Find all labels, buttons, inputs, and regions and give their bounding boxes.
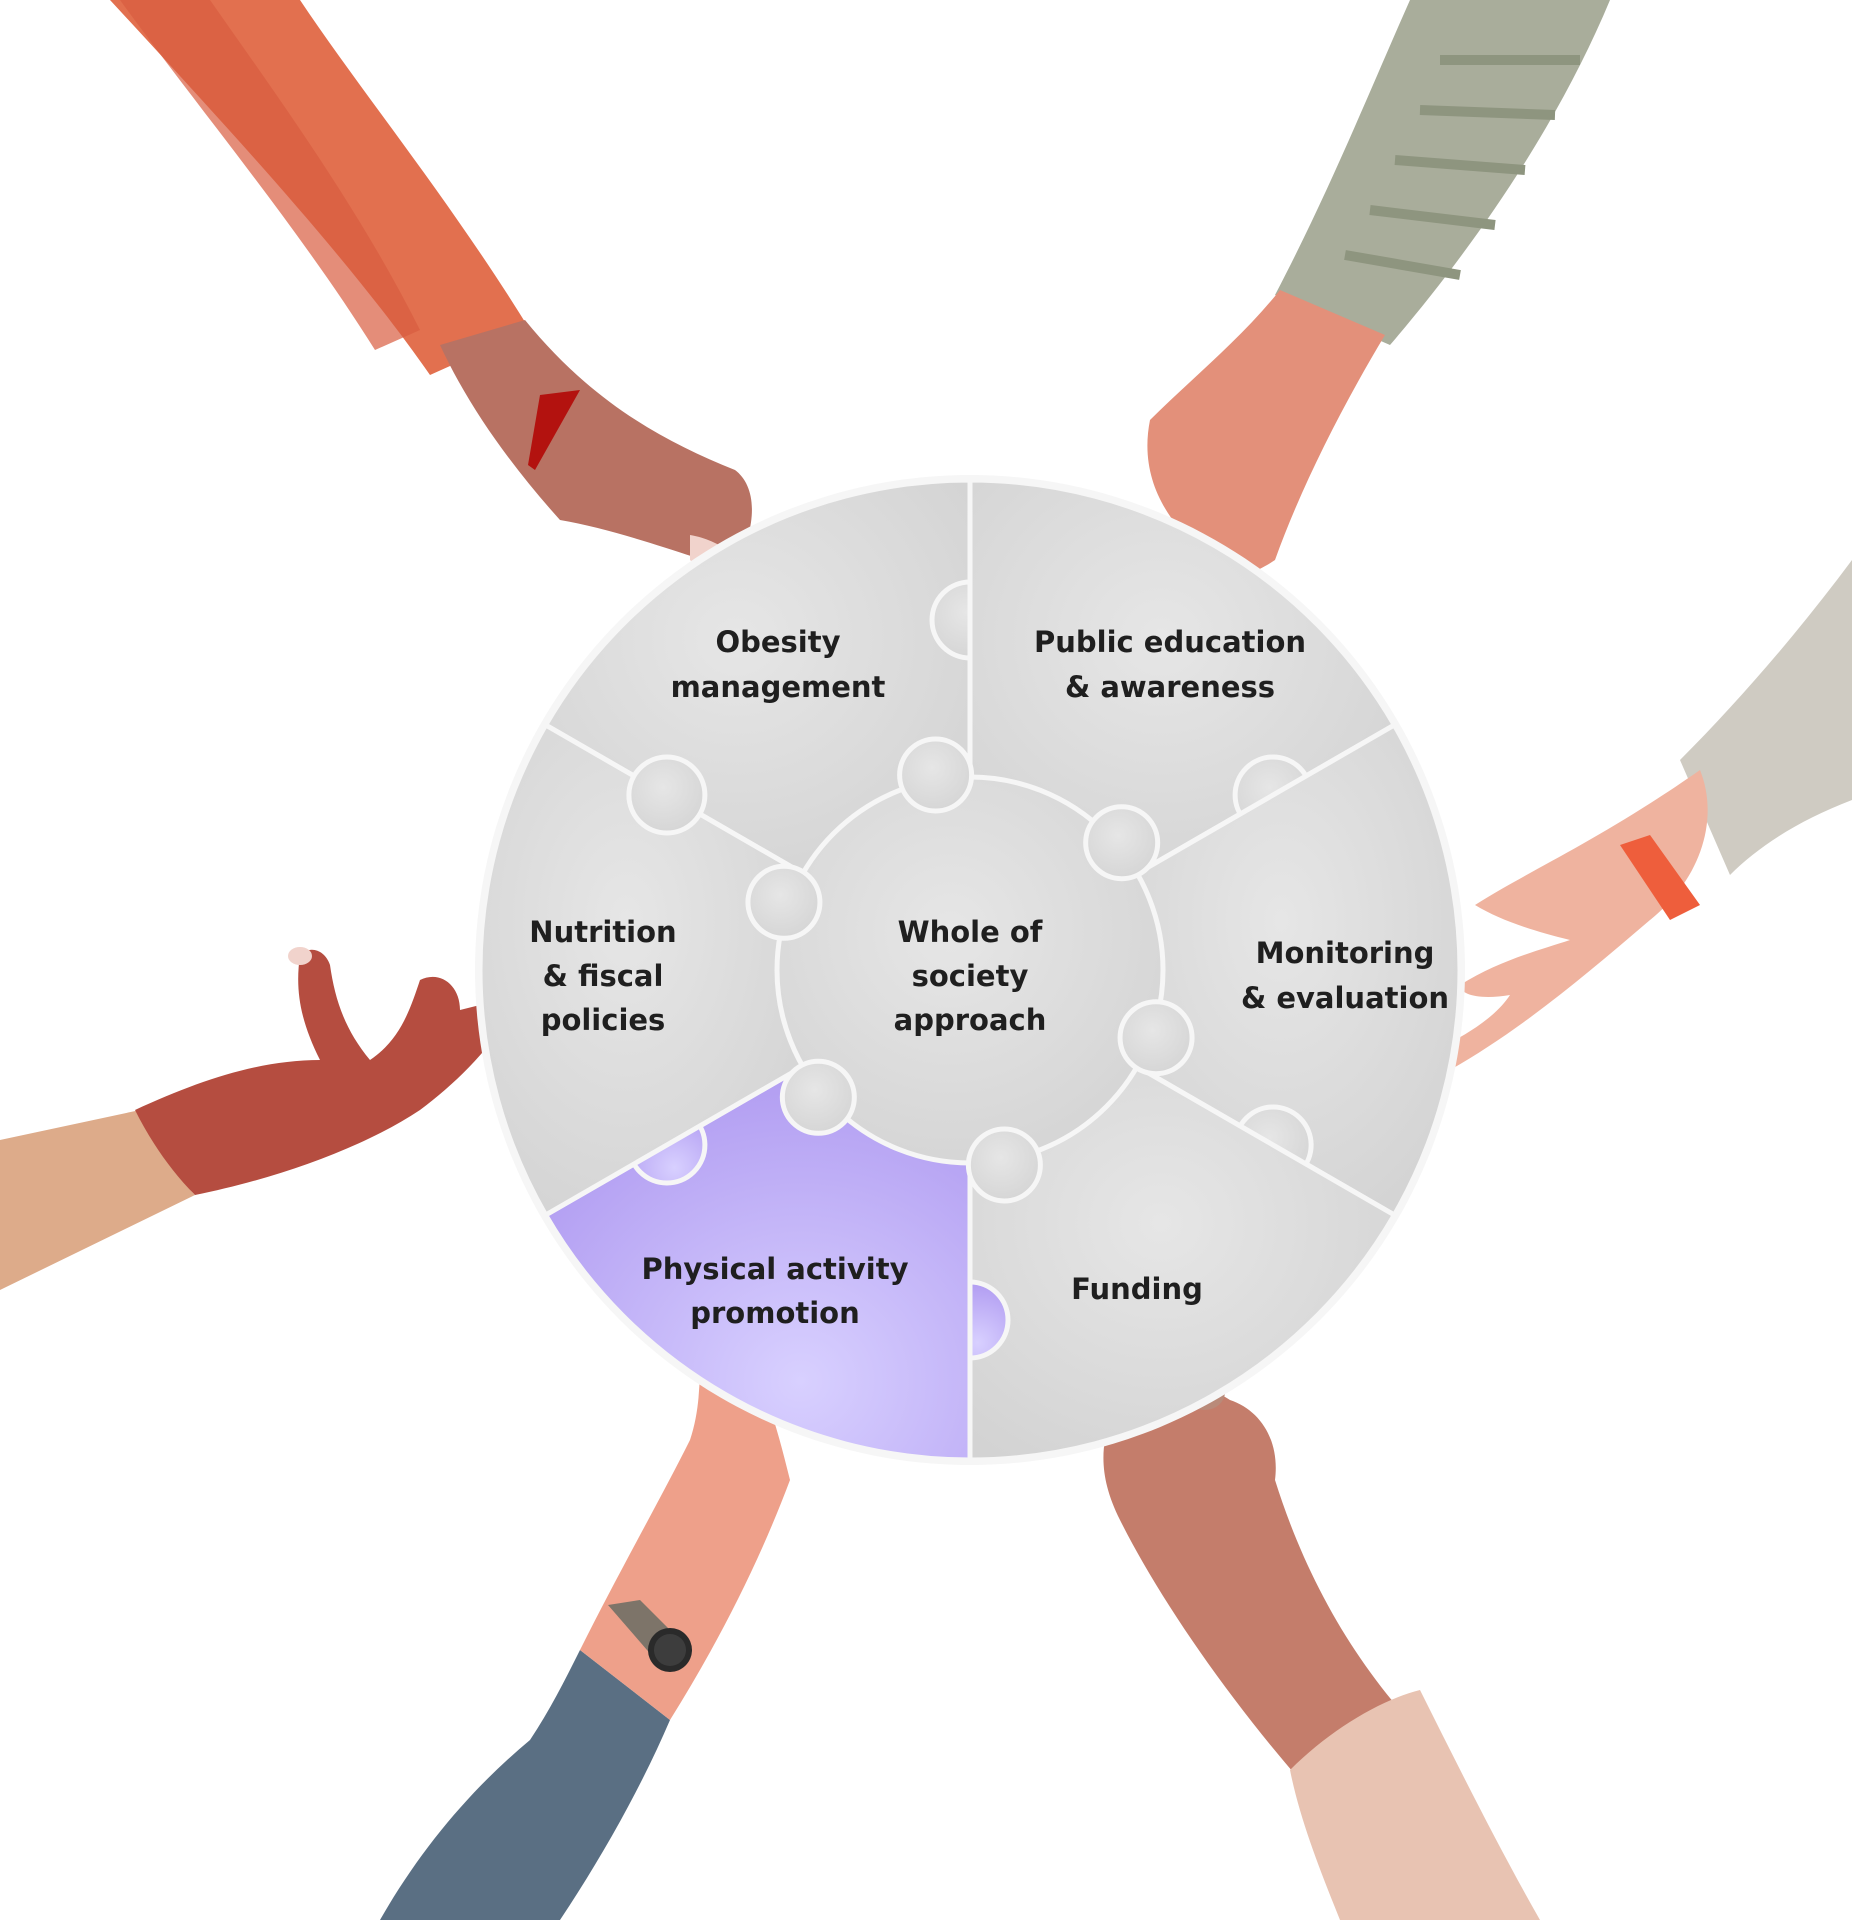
piece-monitoring-line-2: & evaluation (1241, 981, 1449, 1015)
hub-knob-public-education (1083, 804, 1161, 882)
hand-left (0, 947, 523, 1290)
piece-public-education-line-1: Public education (1034, 625, 1306, 659)
puzzle-disc (475, 475, 1465, 1465)
piece-label-public-education: Public education & awareness (1034, 625, 1306, 704)
piece-label-nutrition: Nutrition & fiscal policies (529, 915, 676, 1037)
hand-top-right (1147, 0, 1610, 591)
piece-physical-activity-line-1: Physical activity (642, 1252, 909, 1286)
piece-nutrition-line-3: policies (541, 1003, 666, 1037)
piece-label-funding: Funding (1071, 1272, 1203, 1306)
hand-right (1421, 560, 1852, 1072)
hub-knob-obesity (897, 736, 975, 814)
hub-knob-nutrition (745, 863, 823, 941)
center-label-line-1: Whole of (898, 915, 1043, 949)
piece-physical-activity-line-2: promotion (690, 1296, 860, 1330)
hub-knob-physical-activity (779, 1058, 857, 1136)
piece-label-obesity: Obesity management (671, 625, 886, 704)
hub-knob-monitoring (1117, 999, 1195, 1077)
piece-label-monitoring: Monitoring & evaluation (1241, 936, 1449, 1015)
piece-public-education-line-2: & awareness (1065, 670, 1275, 704)
hand-bottom-right (1103, 1374, 1540, 1920)
hand-top-left (110, 0, 752, 578)
piece-funding-line-1: Funding (1071, 1272, 1203, 1306)
piece-nutrition-line-1: Nutrition (529, 915, 676, 949)
center-label-line-2: society (912, 959, 1029, 993)
center-label-line-3: approach (894, 1003, 1047, 1037)
piece-monitoring-line-1: Monitoring (1256, 936, 1435, 970)
hub-knobs (745, 736, 1195, 1204)
puzzle-knob-nutrition (626, 754, 708, 836)
piece-obesity-line-2: management (671, 670, 886, 704)
piece-nutrition-line-2: & fiscal (543, 959, 664, 993)
hub-knob-funding (965, 1126, 1043, 1204)
piece-label-physical-activity: Physical activity promotion (642, 1252, 909, 1330)
piece-obesity-line-1: Obesity (715, 625, 840, 659)
pieces-layer (477, 477, 1463, 1463)
hand-bottom-left (380, 1336, 790, 1920)
center-label: Whole of society approach (894, 915, 1047, 1037)
